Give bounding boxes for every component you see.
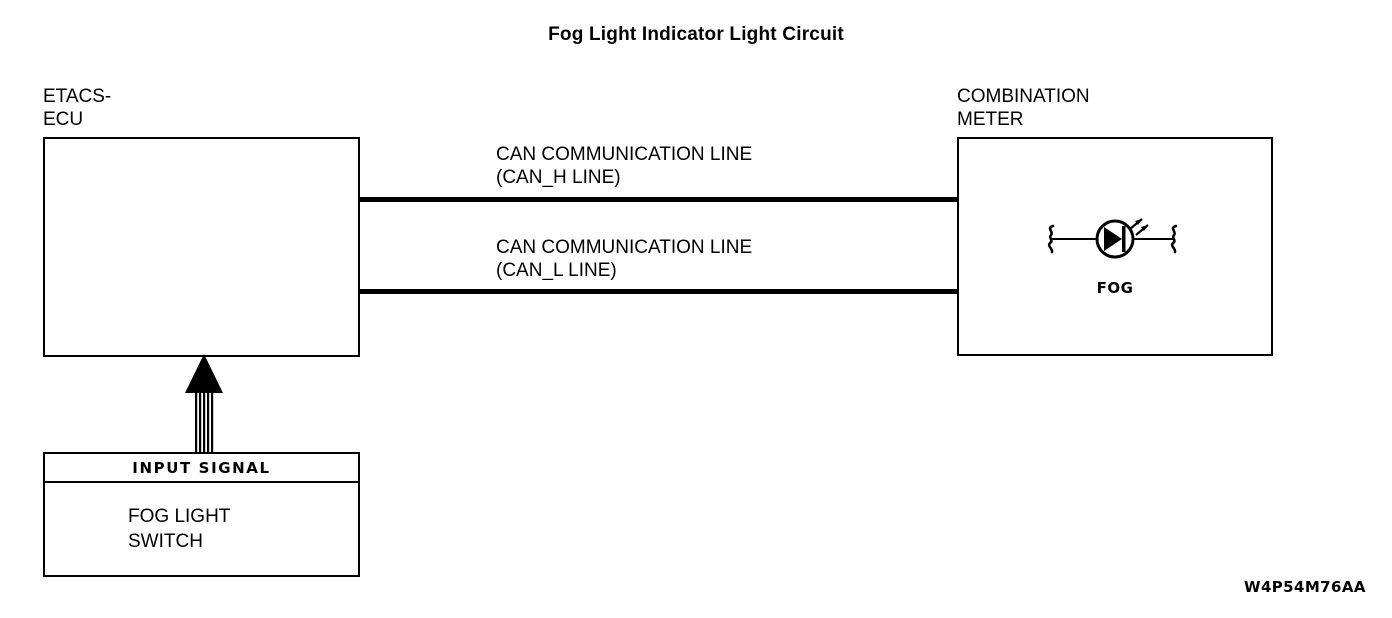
etacs-ecu-label: ETACS- ECU xyxy=(43,86,112,130)
fog-indicator-caption: FOG xyxy=(1096,279,1134,297)
etacs-ecu-box xyxy=(43,137,360,357)
combination-meter-box xyxy=(957,137,1273,356)
fog-light-switch-label: FOG LIGHT SWITCH xyxy=(128,506,231,552)
combination-meter-label: COMBINATION METER xyxy=(957,86,1090,130)
input-signal-divider xyxy=(45,481,358,483)
can-h-line-label: CAN COMMUNICATION LINE (CAN_H LINE) xyxy=(496,144,753,188)
led-fog-indicator-icon xyxy=(1040,216,1190,276)
part-number: W4P54M76AA xyxy=(1244,578,1366,596)
page-title: Fog Light Indicator Light Circuit xyxy=(548,24,844,45)
input-signal-box xyxy=(43,452,360,577)
can-h-bus-line xyxy=(359,197,959,202)
can-l-bus-line xyxy=(359,289,959,294)
can-l-line-label: CAN COMMUNICATION LINE (CAN_L LINE) xyxy=(496,237,753,281)
input-signal-arrow-icon xyxy=(182,352,226,460)
input-signal-header: INPUT SIGNAL xyxy=(132,459,271,477)
